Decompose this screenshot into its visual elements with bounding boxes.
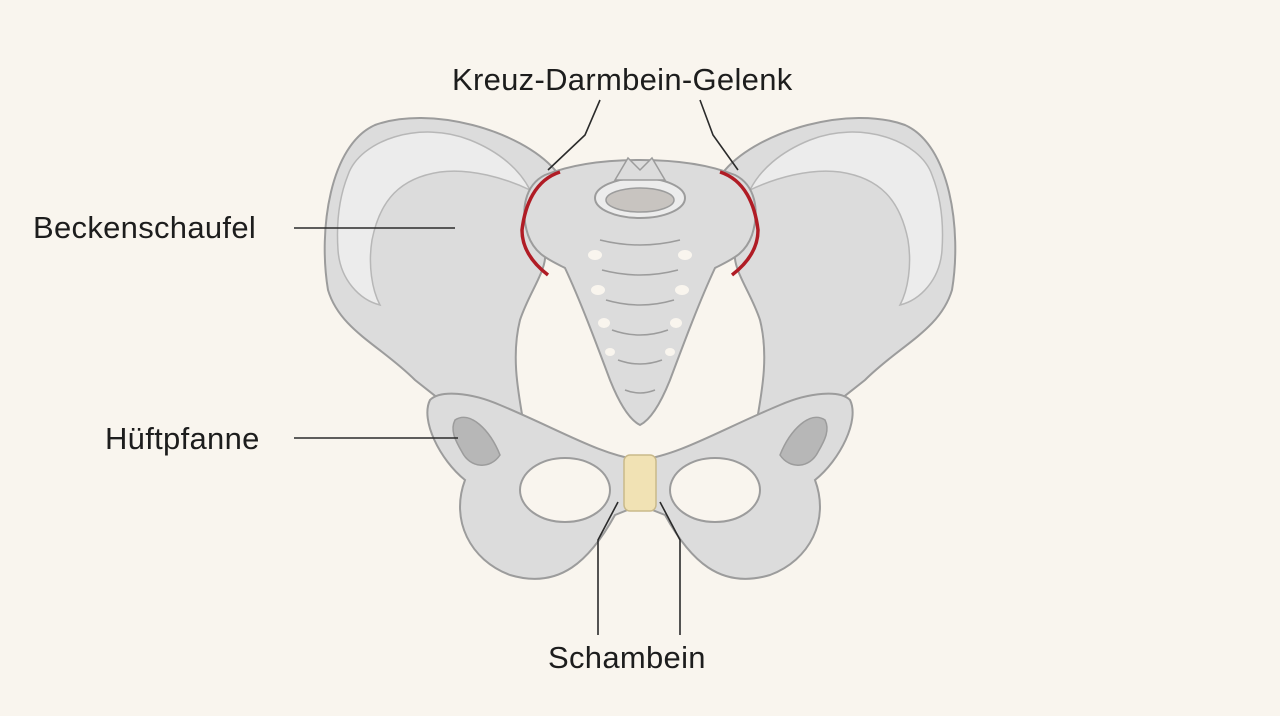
leader-sacroiliac-left	[547, 99, 601, 171]
left-iliac-wing	[323, 117, 557, 434]
left-acetabulum	[452, 416, 501, 466]
lower-pelvis	[426, 392, 854, 580]
right-obturator-foramen	[669, 457, 761, 523]
leader-pubic-right	[659, 501, 681, 635]
right-iliac-wing	[723, 117, 957, 434]
leader-lines	[294, 99, 739, 635]
leader-sacroiliac-right	[699, 99, 739, 171]
sacrum	[523, 156, 757, 427]
label-iliac-wing: Beckenschaufel	[33, 210, 257, 245]
right-sacroiliac-joint	[719, 170, 760, 277]
leader-pubic-left	[597, 501, 619, 635]
left-obturator-foramen	[519, 457, 611, 523]
label-acetabulum: Hüftpfanne	[105, 421, 260, 456]
label-pubic-bone: Schambein	[548, 640, 706, 675]
right-acetabulum	[779, 416, 828, 466]
left-sacroiliac-joint	[520, 170, 561, 277]
label-sacroiliac-joint: Kreuz-Darmbein-Gelenk	[452, 62, 793, 97]
pubic-symphysis	[623, 454, 657, 512]
